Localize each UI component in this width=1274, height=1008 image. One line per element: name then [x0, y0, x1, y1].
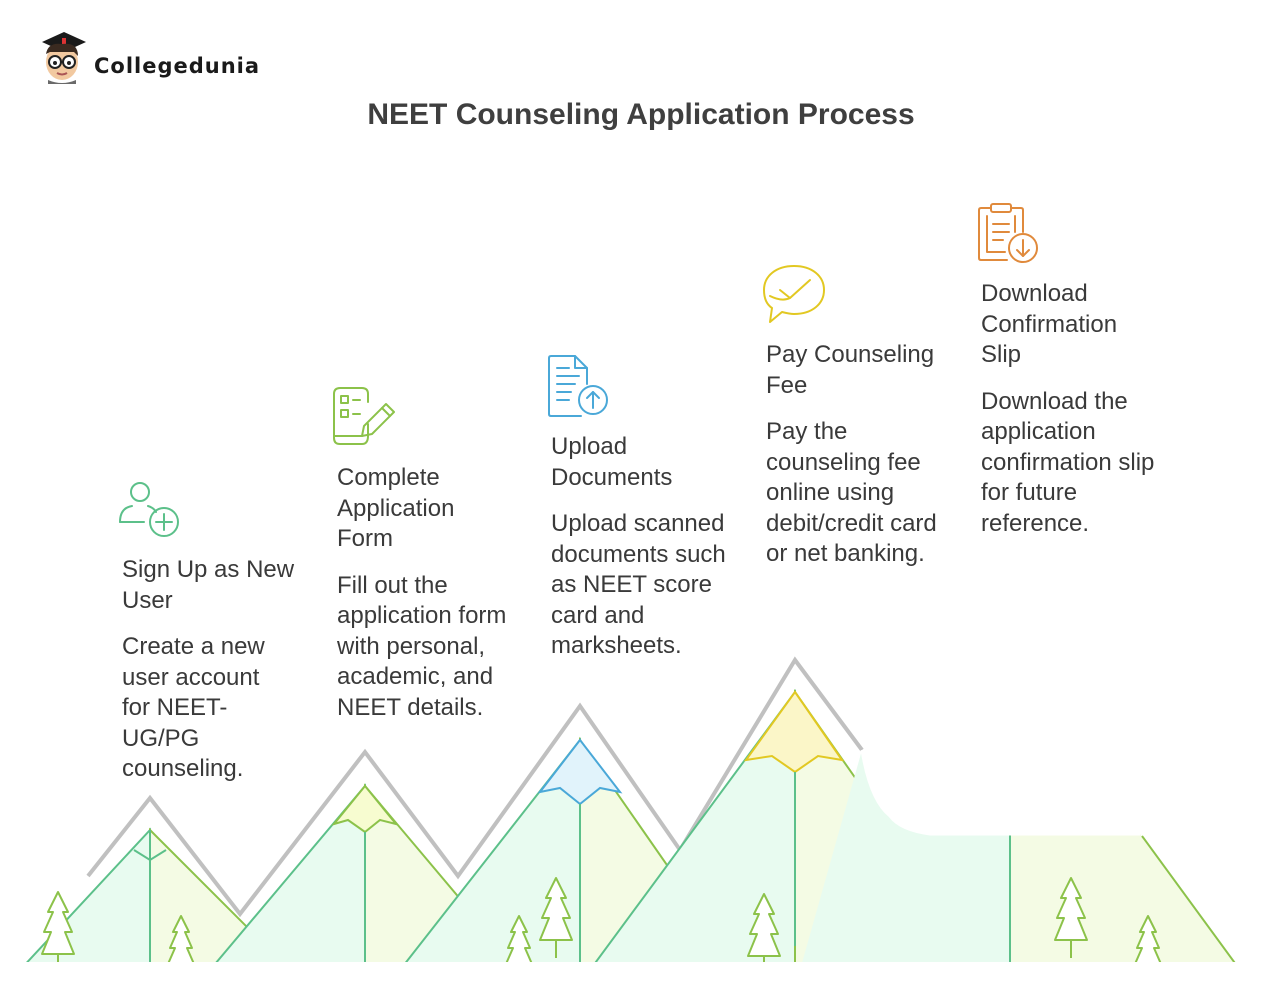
form-edit-icon	[333, 387, 395, 445]
page-title: NEET Counseling Application Process	[367, 98, 915, 131]
step-description: Download the application confirmation sl…	[981, 387, 1155, 537]
mountain-landscape	[26, 656, 1236, 962]
step-description: Create a new user account for NEET-UG/PG…	[122, 633, 265, 782]
ridge-outline	[86, 656, 864, 918]
pine-tree	[539, 877, 573, 958]
student-mascot-icon	[42, 32, 86, 84]
pine-tree	[1134, 915, 1162, 962]
brand-logo	[38, 28, 90, 84]
document-upload-icon	[548, 355, 608, 417]
step-description: Upload scanned documents such as NEET sc…	[551, 510, 726, 659]
chat-check-icon	[763, 265, 825, 323]
step-description: Fill out the application form with perso…	[337, 571, 507, 721]
step-title: Upload Documents	[551, 433, 673, 491]
pine-tree	[505, 915, 533, 962]
pine-tree	[167, 915, 195, 962]
step-description: Pay the counseling fee online using debi…	[766, 418, 937, 567]
pine-tree	[1054, 877, 1088, 958]
step-title: Download Confirmation Slip	[981, 280, 1118, 368]
step-title: Complete Application Form	[337, 464, 455, 552]
step-title: Sign Up as New User	[122, 556, 295, 614]
clipboard-download-icon	[978, 203, 1038, 263]
mountain-5	[802, 749, 1236, 962]
mountain-3	[404, 736, 736, 962]
step-title: Pay Counseling Fee	[766, 341, 935, 399]
step-complete-form: Complete Application Form Fill out the a…	[337, 463, 532, 723]
step-sign-up: Sign Up as New User Create a new user ac…	[122, 555, 312, 785]
user-add-icon	[119, 482, 179, 537]
step-upload-documents: Upload Documents Upload scanned document…	[551, 432, 746, 662]
pine-tree	[747, 893, 781, 962]
step-pay-fee: Pay Counseling Fee Pay the counseling fe…	[766, 340, 956, 570]
brand-name: Collegedunia	[94, 54, 261, 78]
step-download-slip: Download Confirmation Slip Download the …	[981, 279, 1176, 539]
pine-trees	[41, 877, 1162, 962]
pine-tree	[41, 891, 75, 962]
